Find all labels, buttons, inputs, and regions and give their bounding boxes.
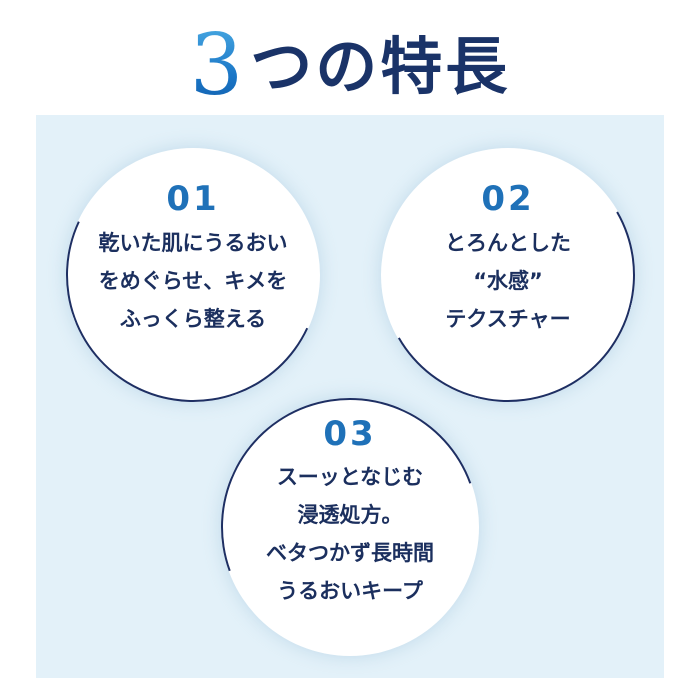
feature-line: 乾いた肌にうるおい bbox=[98, 231, 288, 255]
feature-line: テクスチャー bbox=[445, 307, 571, 331]
feature-line: うるおいキープ bbox=[277, 579, 423, 603]
feature-description-03: スーッとなじむ 浸透処方。 ベタつかず長時間 うるおいキープ bbox=[221, 458, 479, 610]
feature-number-02: 02 bbox=[481, 179, 535, 219]
feature-line: ふっくら整える bbox=[119, 307, 267, 331]
page-title: 3つの特長 bbox=[0, 20, 700, 110]
feature-circle-01: 01 乾いた肌にうるおい をめぐらせ、キメを ふっくら整える bbox=[30, 112, 356, 438]
feature-line: “水感” bbox=[473, 269, 543, 293]
feature-circle-02: 02 とろんとした “水感” テクスチャー bbox=[352, 119, 664, 431]
feature-line: スーッとなじむ bbox=[276, 465, 424, 489]
feature-line: とろんとした bbox=[445, 231, 571, 255]
feature-description-01: 乾いた肌にうるおい をめぐらせ、キメを ふっくら整える bbox=[66, 224, 320, 338]
title-text: つの特長 bbox=[250, 30, 511, 103]
feature-line: をめぐらせ、キメを bbox=[98, 269, 288, 293]
feature-number-01: 01 bbox=[166, 179, 220, 219]
title-number: 3 bbox=[189, 16, 247, 114]
feature-circle-03: 03 スーッとなじむ 浸透処方。 ベタつかず長時間 うるおいキープ bbox=[178, 355, 522, 699]
feature-line: 浸透処方。 bbox=[297, 503, 403, 527]
feature-line: ベタつかず長時間 bbox=[266, 541, 434, 565]
feature-number-03: 03 bbox=[323, 414, 377, 454]
feature-description-02: とろんとした “水感” テクスチャー bbox=[381, 224, 635, 338]
